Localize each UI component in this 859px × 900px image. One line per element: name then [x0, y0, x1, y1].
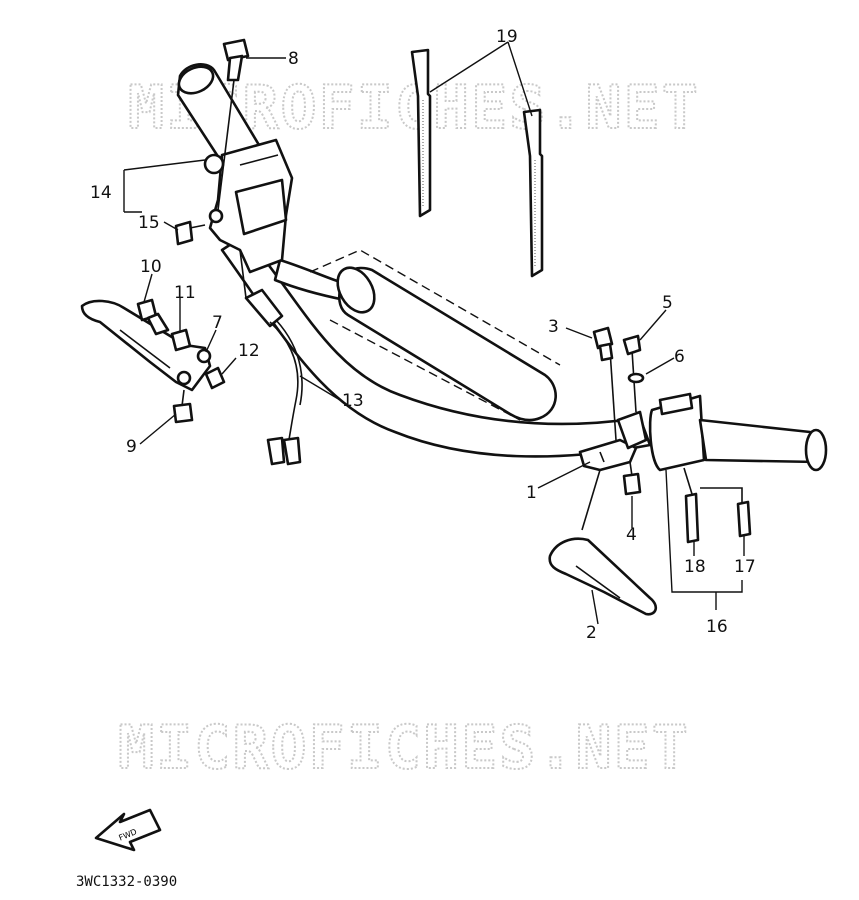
callout-18: 18 — [684, 557, 706, 577]
callout-15: 15 — [138, 213, 160, 233]
front-arrow-symbol: FWD — [94, 808, 162, 852]
callout-17: 17 — [734, 557, 756, 577]
callout-13: 13 — [342, 391, 364, 411]
bolt-10 — [136, 298, 170, 336]
callout-6: 6 — [674, 347, 685, 367]
callout-leaders — [123, 41, 745, 625]
callout-11: 11 — [174, 283, 196, 303]
clutch-switch — [239, 249, 303, 466]
callout-16: 16 — [706, 617, 728, 637]
drawing-code: 3WC1332-0390 — [76, 874, 177, 890]
bolt-8 — [217, 38, 250, 211]
bolt-15 — [174, 220, 206, 246]
callout-10: 10 — [140, 257, 162, 277]
callout-4: 4 — [626, 525, 637, 545]
callout-1: 1 — [526, 483, 537, 503]
cable-ties — [410, 48, 544, 278]
small-fasteners-left — [170, 328, 226, 424]
right-lever — [548, 469, 658, 616]
callout-8: 8 — [288, 49, 299, 69]
callout-14: 14 — [90, 183, 112, 203]
callout-2: 2 — [586, 623, 597, 643]
callout-3: 3 — [548, 317, 559, 337]
callout-9: 9 — [126, 437, 137, 457]
switch-screws — [683, 467, 752, 544]
left-lever — [80, 299, 212, 392]
handlebar-pad — [309, 249, 561, 422]
callout-12: 12 — [238, 341, 260, 361]
watermark-bottom: MICROFICHES.NET — [118, 713, 690, 783]
handlebar — [220, 233, 652, 458]
callout-labels: 1 2 3 4 5 6 7 8 9 10 11 12 13 14 15 16 1… — [90, 27, 756, 643]
left-lever-holder — [203, 138, 294, 274]
callout-5: 5 — [662, 293, 673, 313]
callout-7: 7 — [212, 313, 223, 333]
right-fasteners — [592, 326, 645, 496]
right-lever-holder — [578, 349, 648, 472]
right-switch-and-grip — [648, 392, 828, 472]
callout-19: 19 — [496, 27, 518, 47]
